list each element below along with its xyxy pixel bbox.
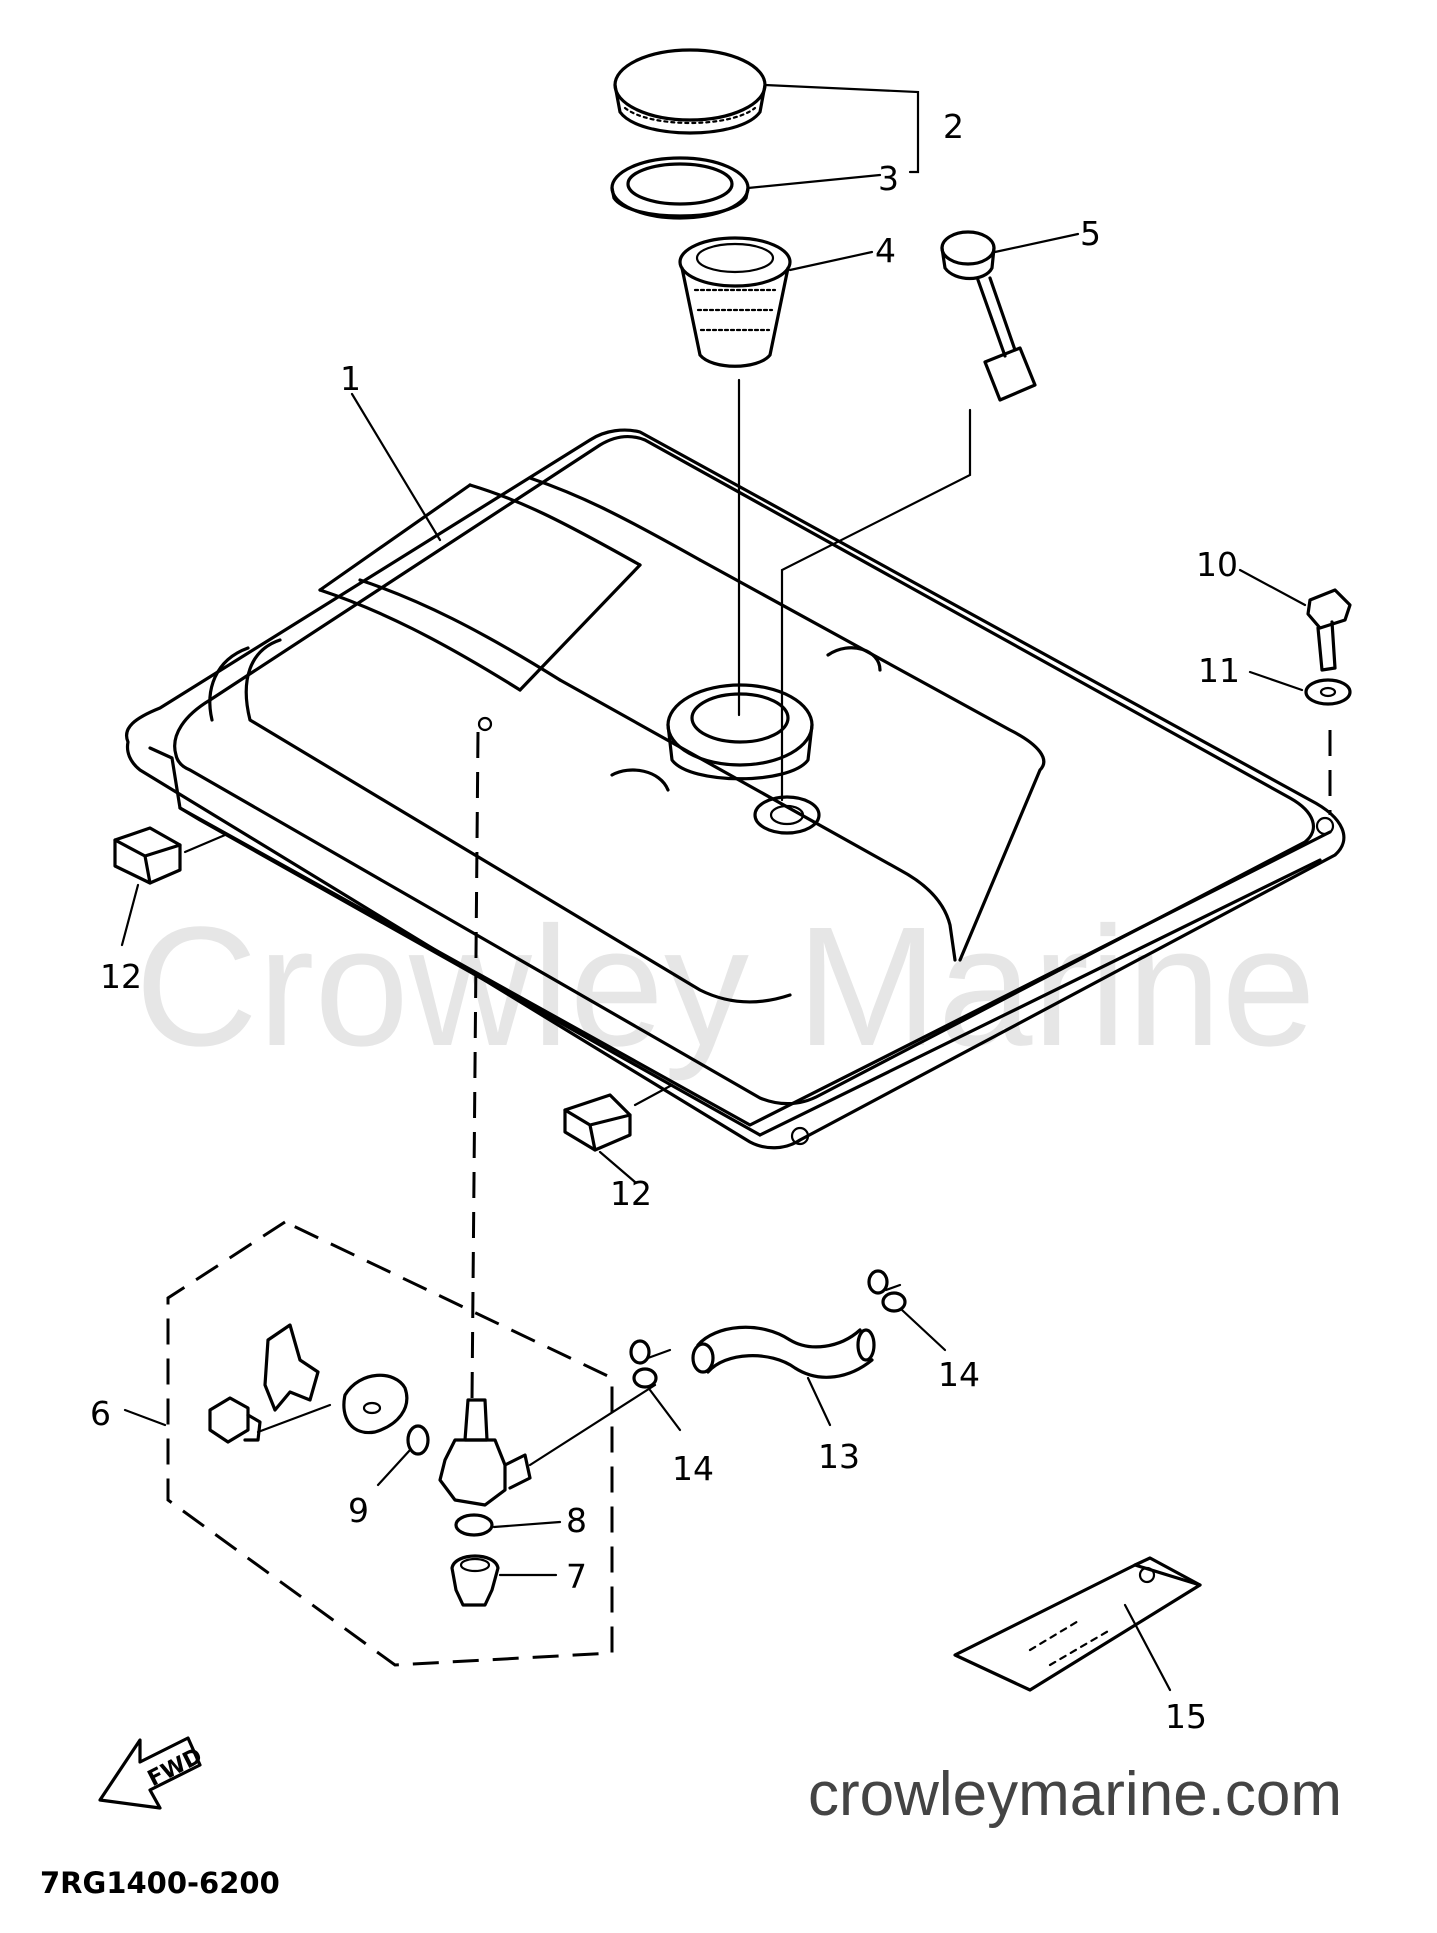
part-code: 7RG1400-6200 [40, 1866, 280, 1900]
callout-4: 4 [875, 231, 896, 270]
bolt[interactable] [1306, 588, 1352, 672]
damper-left[interactable] [113, 826, 182, 885]
cap-gasket[interactable] [610, 156, 750, 220]
hose-clip-right[interactable] [867, 1269, 907, 1313]
hose-clip-left[interactable] [629, 1339, 672, 1389]
callout-5: 5 [1080, 214, 1101, 253]
callout-13: 13 [818, 1437, 860, 1476]
callout-11: 11 [1198, 651, 1240, 690]
callout-15: 15 [1165, 1697, 1207, 1736]
callout-12a: 12 [100, 957, 142, 996]
callout-3: 3 [878, 159, 899, 198]
fuel-hose[interactable] [691, 1325, 876, 1379]
callout-9: 9 [348, 1491, 369, 1530]
washer[interactable] [1304, 678, 1352, 706]
fuel-cock[interactable] [208, 1323, 532, 1607]
website-label[interactable]: crowleymarine.com [808, 1760, 1342, 1829]
fuel-gauge[interactable] [940, 230, 1037, 402]
fuel-cock-assembly-outline [166, 1220, 614, 1667]
callout-6: 6 [90, 1394, 111, 1433]
fuel-strainer[interactable] [678, 236, 792, 368]
watermark: Crowley Marine [135, 892, 1316, 1082]
callout-1: 1 [340, 359, 361, 398]
callout-10: 10 [1196, 545, 1238, 584]
callout-7: 7 [566, 1557, 587, 1596]
damper-right[interactable] [563, 1093, 632, 1152]
forward-arrow-icon: FWD [98, 1736, 207, 1810]
fuel-tank[interactable] [125, 428, 1346, 1150]
callout-2: 2 [943, 107, 964, 146]
forward-label: FWD [144, 1744, 207, 1792]
callout-14a: 14 [672, 1449, 714, 1488]
callout-14b: 14 [938, 1355, 980, 1394]
callout-8: 8 [566, 1501, 587, 1540]
tool-bag[interactable] [953, 1556, 1202, 1692]
fuel-cap[interactable] [613, 48, 767, 135]
callout-12b: 12 [610, 1174, 652, 1213]
